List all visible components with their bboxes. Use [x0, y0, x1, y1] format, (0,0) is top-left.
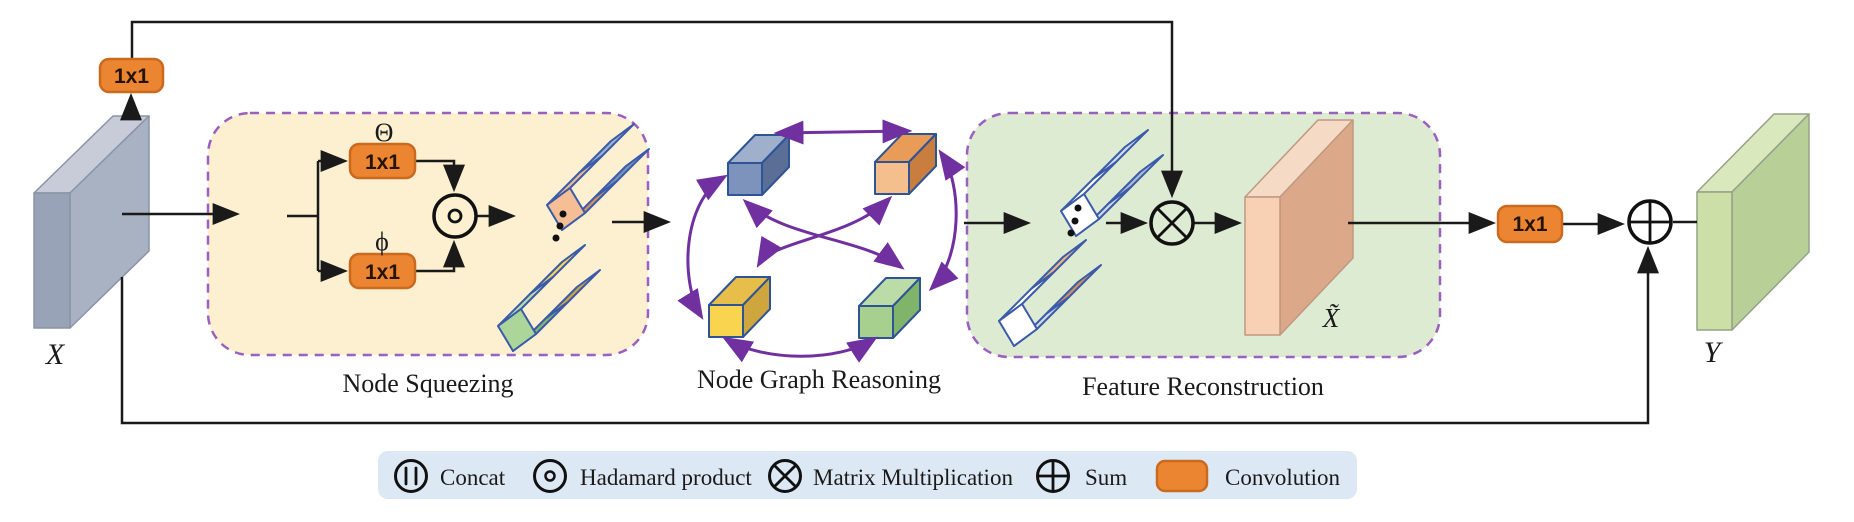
- legend-label-sum: Sum: [1085, 465, 1127, 490]
- theta-label: Θ: [375, 118, 394, 147]
- legend-label-concat: Concat: [440, 465, 506, 490]
- graph-edges: [677, 119, 966, 363]
- phi-label: ϕ: [375, 227, 389, 256]
- output-tensor-label: Y: [1704, 336, 1724, 369]
- legend-label-hadamard: Hadamard product: [580, 465, 752, 490]
- legend-background: [378, 451, 1357, 499]
- legend: Concat Hadamard product Matrix Multiplic…: [378, 451, 1357, 499]
- phi-to-hadamard: [415, 239, 465, 273]
- bottom-skip-connection: [120, 245, 1659, 425]
- reconstruction-lower-bar: [998, 239, 1102, 347]
- connectors: [120, 20, 1697, 425]
- concat-icon: [394, 459, 428, 493]
- convolution-swatch: [1155, 459, 1209, 493]
- sum-operator: [1627, 199, 1673, 245]
- section-label-node-squeezing: Node Squeezing: [342, 369, 513, 398]
- reconstruction-ellipsis-dots: [1067, 204, 1082, 237]
- feature-reconstruction-panel: [965, 111, 1442, 359]
- squeezed-nodes-upper-bar: [546, 123, 650, 231]
- conv-box-phi: 1x1: [348, 252, 417, 290]
- section-label-feature-reconstruction: Feature Reconstruction: [1082, 372, 1324, 401]
- conv-theta-label: 1x1: [365, 151, 400, 174]
- legend-label-convolution: Convolution: [1225, 465, 1341, 490]
- graph-node-green: [858, 277, 921, 339]
- conv-box-right: 1x1: [1496, 204, 1564, 244]
- edge-yellow-green: [722, 336, 878, 363]
- node-squeezing-panel: [206, 111, 650, 357]
- edge-blue-orange: [773, 119, 913, 145]
- hadamard-operator: [432, 193, 478, 239]
- graph-node-orange: [874, 133, 937, 195]
- edge-orange-yellow: [756, 195, 893, 268]
- input-tensor-slab: [33, 115, 150, 329]
- conv-box-theta: 1x1: [348, 142, 417, 180]
- edge-blue-yellow: [677, 174, 728, 320]
- legend-label-matmul: Matrix Multiplication: [813, 465, 1013, 490]
- reconstructed-tensor-label: X̃: [1322, 303, 1341, 333]
- input-tensor-label: X: [45, 338, 66, 371]
- section-label-node-graph-reasoning: Node Graph Reasoning: [697, 365, 941, 394]
- theta-to-hadamard: [415, 159, 465, 193]
- matmul-icon: [768, 459, 802, 493]
- graph-node-yellow: [708, 276, 771, 338]
- squeeze-ellipsis-dots: [552, 210, 567, 242]
- reconstructed-tensor-slab: [1244, 119, 1354, 336]
- conv-phi-label: 1x1: [365, 261, 400, 284]
- conv-box-top: 1x1: [98, 57, 165, 94]
- output-tensor-slab: [1696, 113, 1810, 331]
- hadamard-icon: [533, 459, 567, 493]
- conv-right-label: 1x1: [1512, 213, 1547, 236]
- edge-orange-green: [928, 149, 966, 292]
- squeezed-nodes-lower-bar: [497, 244, 601, 352]
- reconstruction-upper-bar: [1060, 129, 1164, 237]
- matmul-operator: [1149, 200, 1195, 246]
- sum-icon: [1036, 459, 1070, 493]
- conv-top-label: 1x1: [114, 65, 149, 88]
- top-skip-connection: [130, 20, 1183, 199]
- graph-node-blue: [727, 134, 790, 196]
